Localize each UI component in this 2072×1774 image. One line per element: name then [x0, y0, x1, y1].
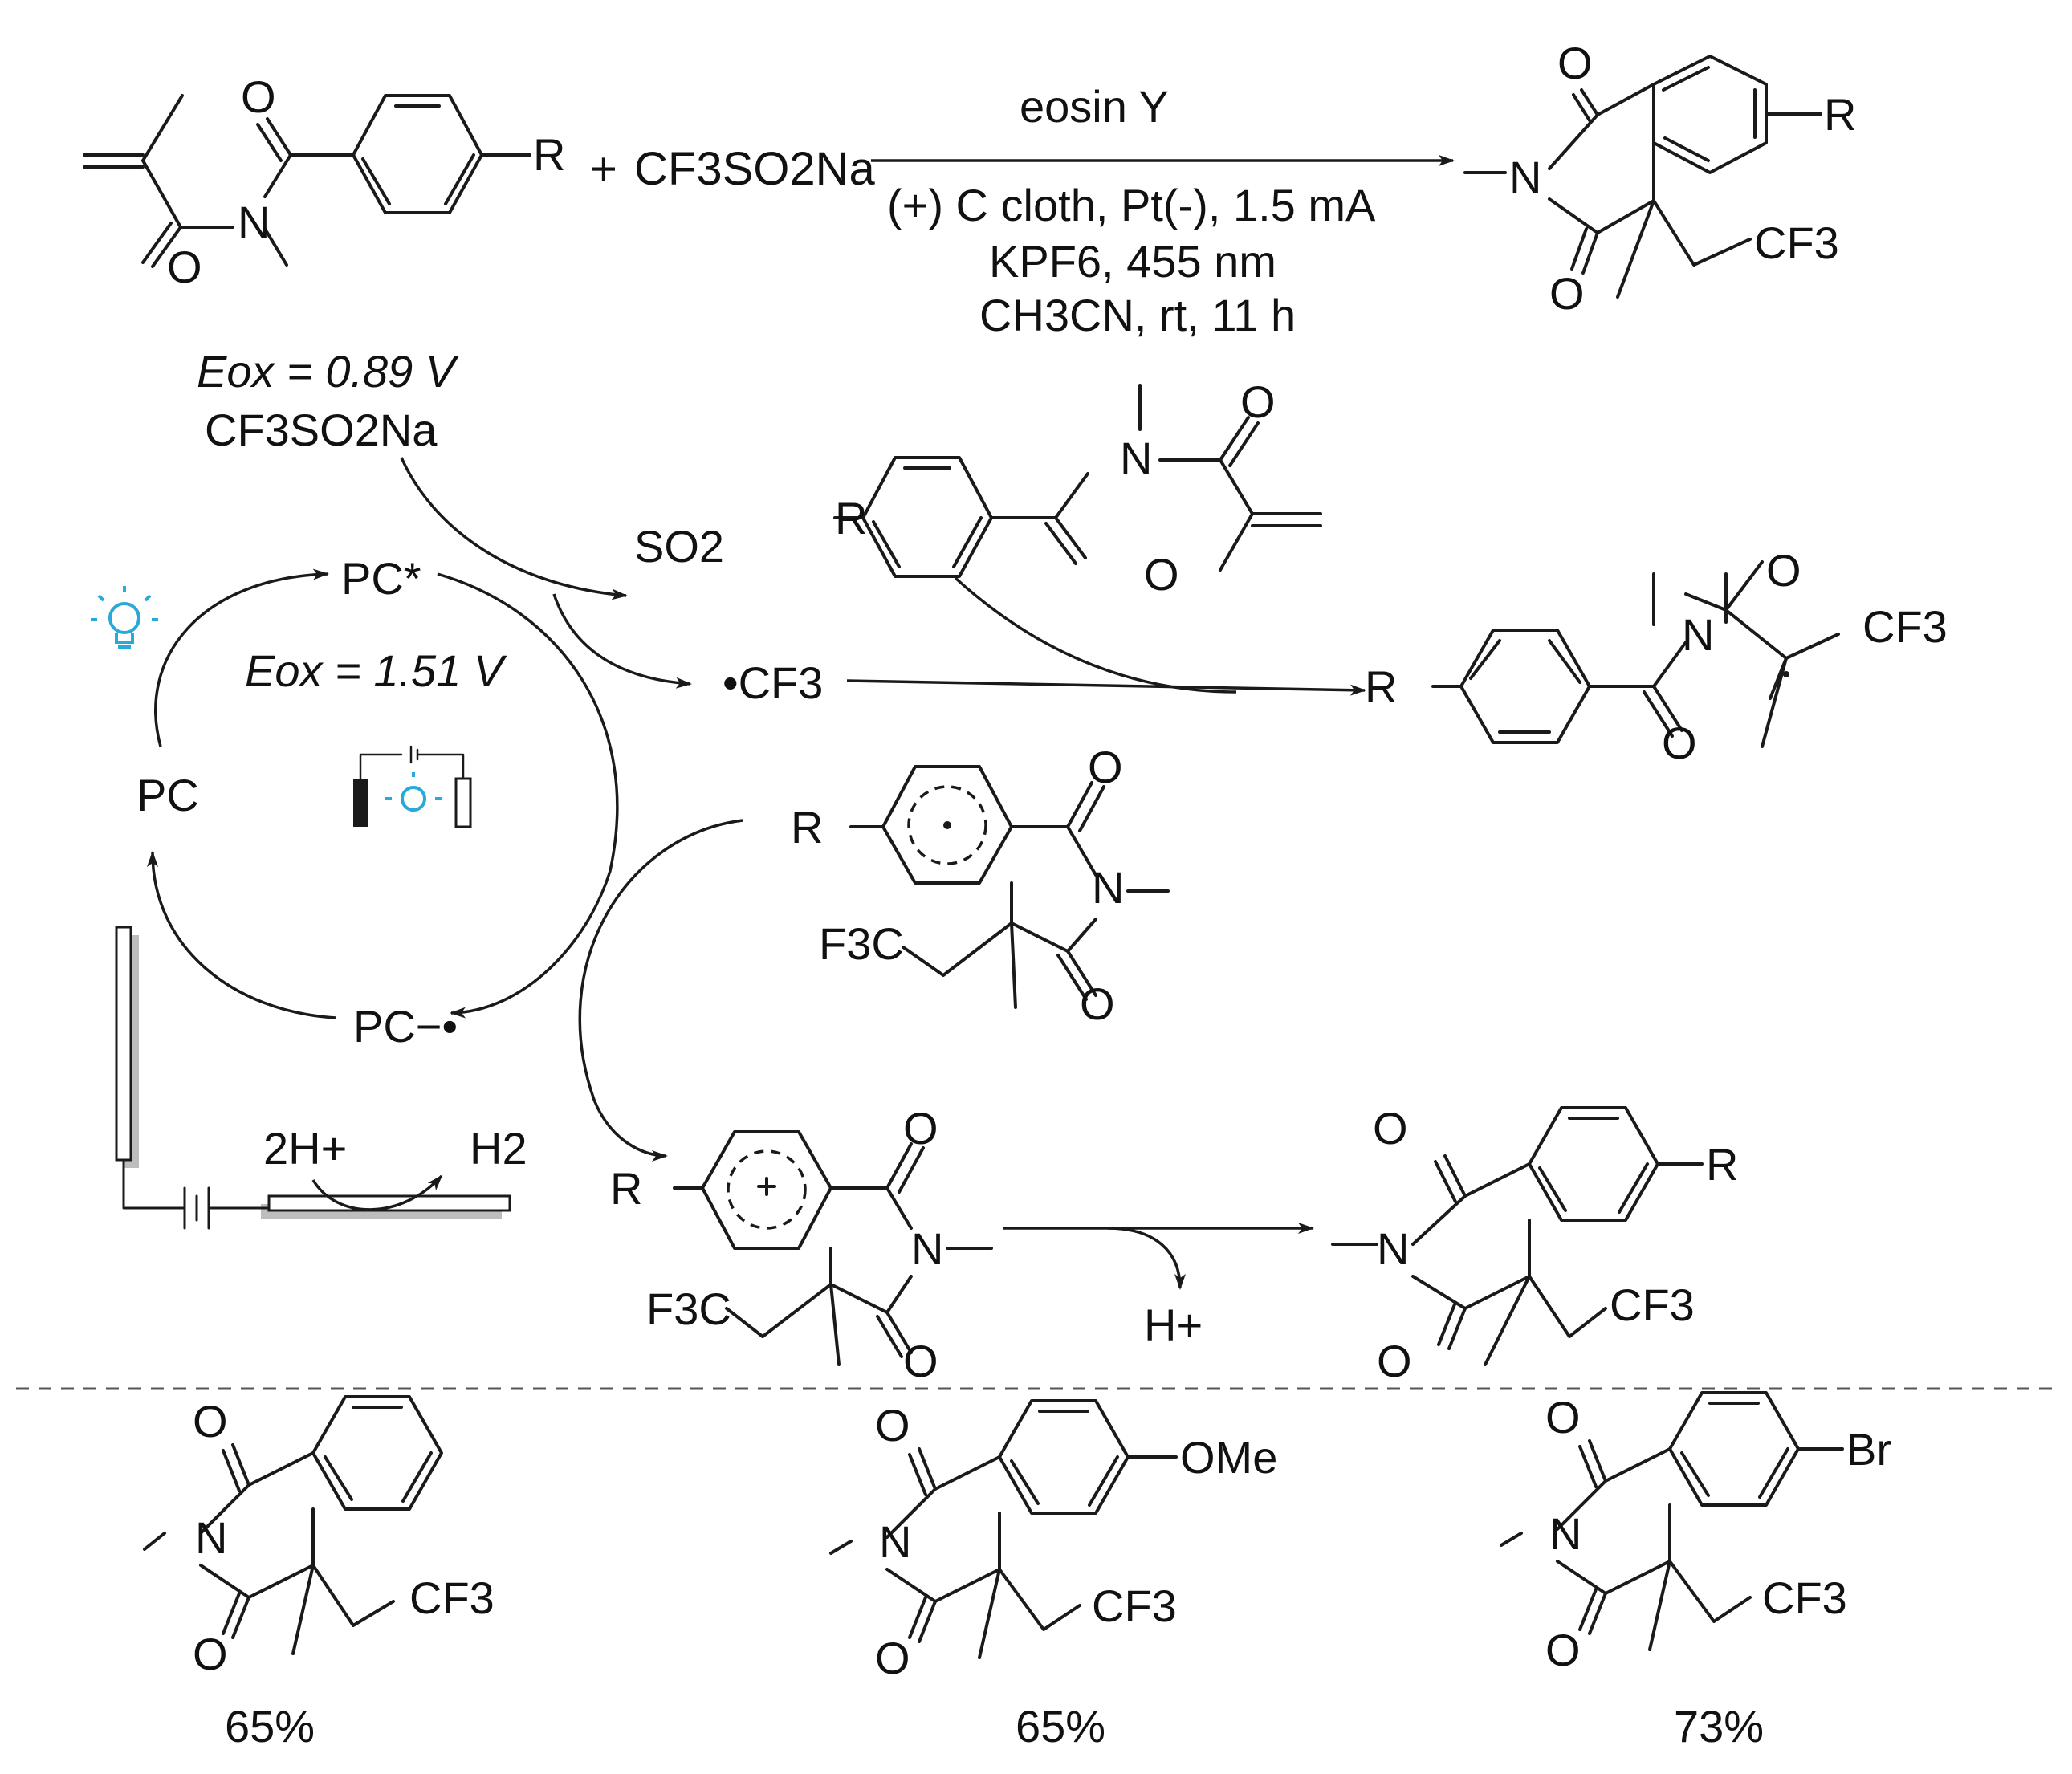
atom-o: O — [1545, 1625, 1581, 1675]
starting-material: O N O R — [83, 71, 565, 292]
f3c-label: F3C — [646, 1284, 731, 1334]
atom-n: N — [1120, 433, 1152, 483]
atom-o: O — [1240, 376, 1276, 427]
atom-n: N — [238, 197, 270, 247]
atom-o: O — [903, 1103, 938, 1154]
atom-o: O — [1144, 549, 1179, 600]
electrolyte-conditions: KPF6, 455 nm — [989, 236, 1276, 287]
atom-n: N — [1509, 152, 1541, 202]
so2-release-arrow — [400, 457, 628, 600]
cf3-label: CF3 — [1862, 601, 1948, 652]
hydrogen-evolution-arrow — [311, 1174, 443, 1211]
pc-potential: Eox = 1.51 V — [245, 645, 507, 696]
r-group-label: R — [791, 802, 823, 852]
r-group-label: R — [533, 129, 565, 180]
cf3-radical-label: •CF3 — [723, 657, 823, 708]
atom-o: O — [1662, 718, 1697, 768]
atom-o: O — [1377, 1336, 1412, 1386]
atom-o: O — [241, 71, 276, 122]
proton-loss-arrow — [1107, 1227, 1186, 1290]
yield-label: 73% — [1674, 1701, 1764, 1752]
catalyst-label: eosin Y — [1020, 81, 1169, 132]
atom-n: N — [195, 1512, 227, 1563]
r-group-label: R — [1706, 1139, 1738, 1190]
r-group-label: R — [1824, 89, 1856, 140]
cf3-label: CF3 — [1754, 218, 1839, 268]
cyclized-radical: R O N O F3C — [578, 742, 1170, 1162]
solvent-conditions: CH3CN, rt, 11 h — [979, 290, 1296, 340]
atom-o: O — [1557, 38, 1593, 88]
yield-label: 65% — [225, 1701, 315, 1752]
sulfinate-reagent: CF3SO2Na — [634, 143, 876, 195]
atom-o: O — [167, 242, 202, 292]
f3c-label: F3C — [819, 918, 904, 969]
sulfinate-label: CF3SO2Na — [205, 405, 438, 455]
cf3-label: CF3 — [1610, 1280, 1695, 1330]
light-bulb-icon — [91, 586, 158, 649]
atom-o: O — [875, 1400, 910, 1451]
electrolysis-cell-icon — [353, 745, 472, 828]
hydrogen-label: H2 — [470, 1123, 527, 1174]
r-group-label: R — [610, 1163, 642, 1214]
atom-n: N — [1377, 1223, 1409, 1274]
atom-o: O — [1549, 268, 1585, 319]
proton-label: 2H+ — [263, 1123, 347, 1174]
atom-n: N — [1549, 1508, 1581, 1559]
cation-intermediate: R O N O F3C — [610, 1103, 993, 1386]
atom-o: O — [1373, 1103, 1408, 1154]
cf3-label: CF3 — [1092, 1581, 1177, 1631]
example-2: O N O OMe CF3 65% — [829, 1399, 1277, 1752]
cf3-release-arrow — [552, 593, 692, 689]
pc-ground-label: PC — [136, 770, 199, 820]
yield-label: 65% — [1016, 1701, 1105, 1752]
substituent-label: Br — [1846, 1424, 1891, 1475]
atom-o: O — [1545, 1392, 1581, 1442]
r-group-label: R — [1365, 661, 1397, 712]
proton-loss-label: H+ — [1144, 1300, 1203, 1350]
atom-o: O — [1766, 545, 1801, 596]
atom-o: O — [1080, 979, 1115, 1029]
benzene-ring — [352, 94, 483, 214]
plus-sign: + — [590, 143, 617, 195]
electrode-conditions: (+) C cloth, Pt(-), 1.5 mA — [887, 180, 1376, 230]
product-top: O N O R CF3 — [1463, 38, 1856, 319]
product-middle: O N O R CF3 — [1331, 1103, 1738, 1386]
sulfinate-potential: Eox = 0.89 V — [197, 346, 459, 397]
atom-n: N — [1092, 862, 1124, 913]
radical-intermediate: R N O O CF3 — [1365, 545, 1948, 768]
substituent-label: OMe — [1180, 1432, 1277, 1483]
cf3-label: CF3 — [409, 1573, 495, 1623]
atom-n: N — [879, 1516, 911, 1567]
reagent-label: CF3SO2Na — [634, 143, 876, 195]
example-3: O N O Br CF3 73% — [1500, 1391, 1891, 1752]
so2-label: SO2 — [634, 521, 724, 572]
atom-o: O — [903, 1336, 938, 1386]
atom-o: O — [193, 1396, 228, 1446]
atom-n: N — [1682, 609, 1714, 660]
cf3-addition-arrow — [846, 679, 1366, 696]
electrode-icon — [115, 926, 511, 1219]
r-group-label: R — [835, 493, 867, 543]
pc-radical-anion-label: PC−• — [353, 1001, 458, 1052]
atom-n: N — [911, 1223, 943, 1274]
atom-o: O — [193, 1629, 228, 1679]
battery-icon — [122, 1158, 271, 1230]
substrate-middle: R N O O — [833, 376, 1322, 694]
atom-o: O — [1088, 742, 1123, 792]
pc-excited-label: PC* — [341, 553, 421, 604]
atom-o: O — [875, 1633, 910, 1683]
example-1: O N O CF3 65% — [143, 1395, 495, 1752]
cf3-label: CF3 — [1762, 1573, 1847, 1623]
photocatalytic-cycle: PC* PC PC−• Eox = 1.51 V — [136, 553, 619, 1052]
